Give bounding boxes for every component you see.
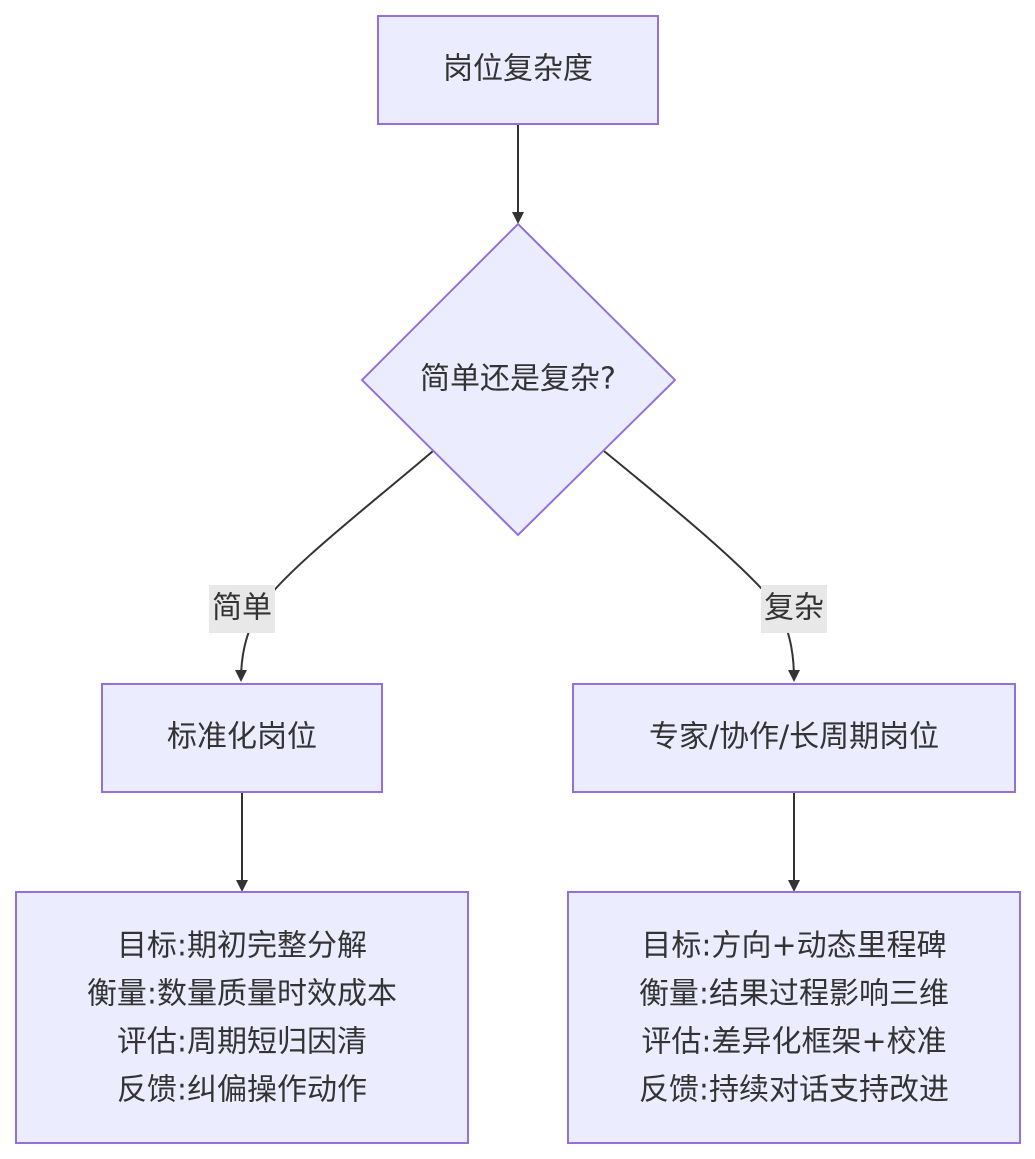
- edge-label-complex: 复杂: [761, 585, 827, 633]
- node-standard-label: 标准化岗位: [167, 720, 317, 755]
- node-expert-details: 目标:方向+动态里程碑 衡量:结果过程影响三维 评估:差异化框架+校准 反馈:持…: [567, 891, 1021, 1144]
- decision-label: 简单还是复杂?: [420, 362, 616, 397]
- node-expert-label: 专家/协作/长周期岗位: [649, 720, 939, 755]
- expert-detail-line-2: 衡量:结果过程影响三维: [639, 977, 949, 1012]
- node-expert: 专家/协作/长周期岗位: [572, 683, 1016, 793]
- edge-decision-to-expert: [603, 450, 800, 682]
- standard-detail-line-3: 评估:周期短归因清: [117, 1025, 367, 1060]
- standard-detail-line-1: 目标:期初完整分解: [117, 929, 367, 964]
- node-standard-details: 目标:期初完整分解 衡量:数量质量时效成本 评估:周期短归因清 反馈:纠偏操作动…: [15, 891, 469, 1144]
- node-complexity-label: 岗位复杂度: [443, 52, 593, 87]
- edge-label-simple-text: 简单: [212, 591, 272, 626]
- expert-detail-line-3: 评估:差异化框架+校准: [641, 1025, 946, 1060]
- expert-detail-line-1: 目标:方向+动态里程碑: [641, 929, 946, 964]
- node-standard: 标准化岗位: [101, 683, 383, 793]
- edge-decision-to-standard: [235, 450, 434, 682]
- node-complexity: 岗位复杂度: [377, 15, 659, 125]
- edge-label-simple: 简单: [209, 585, 275, 633]
- decision-diamond: 简单还是复杂?: [360, 222, 677, 537]
- standard-detail-line-2: 衡量:数量质量时效成本: [87, 977, 397, 1012]
- expert-detail-line-4: 反馈:持续对话支持改进: [639, 1073, 949, 1108]
- edge-label-complex-text: 复杂: [764, 591, 824, 626]
- standard-detail-line-4: 反馈:纠偏操作动作: [117, 1073, 367, 1108]
